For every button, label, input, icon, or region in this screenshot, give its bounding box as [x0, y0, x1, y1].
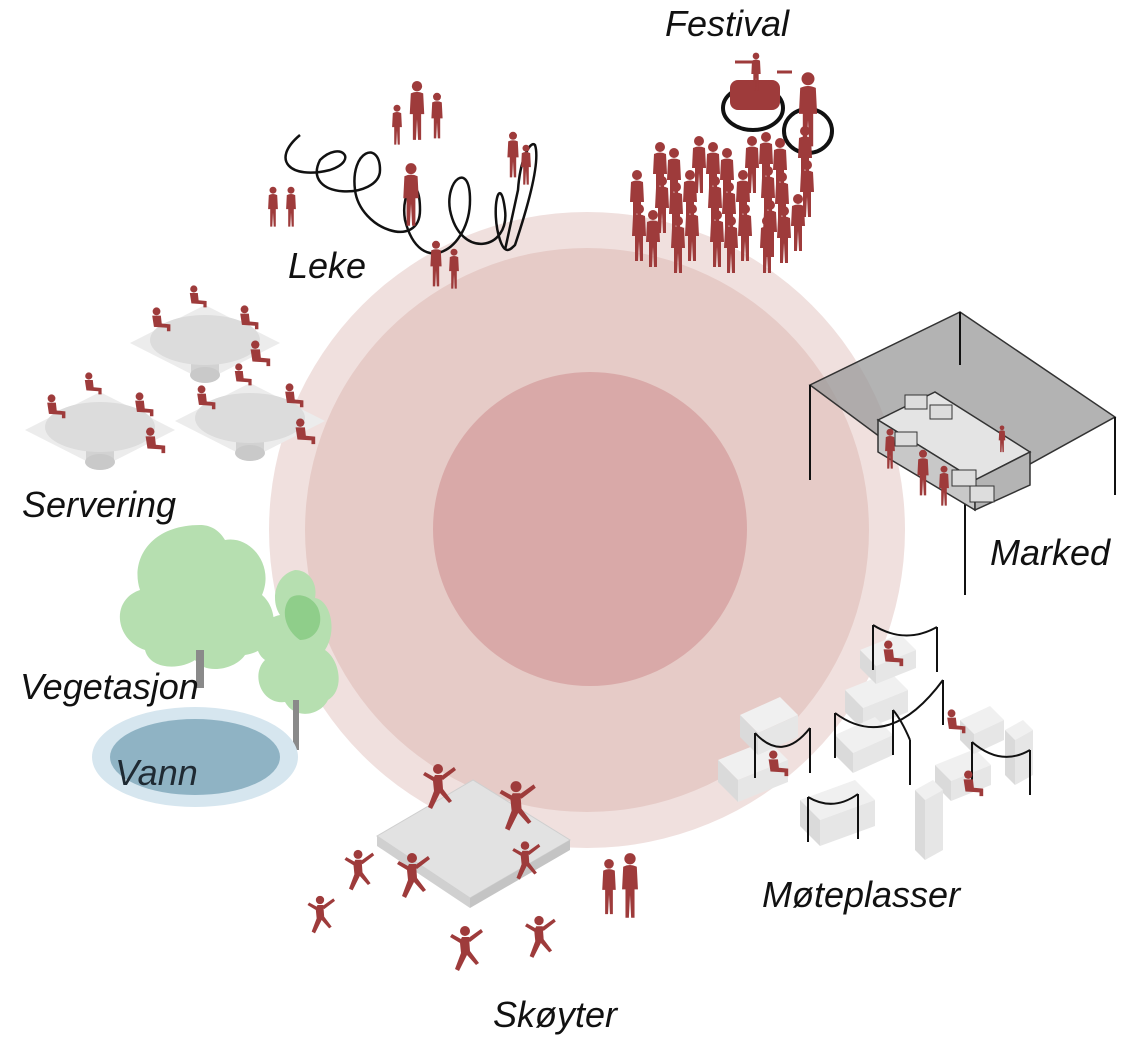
small-tree	[256, 570, 339, 750]
label-marked: Marked	[990, 532, 1111, 573]
label-vegetasjon: Vegetasjon	[20, 666, 199, 707]
child-figure	[521, 144, 531, 185]
rope-barrier	[807, 793, 859, 805]
rope-barrier	[754, 727, 811, 748]
child-figure	[268, 186, 278, 227]
vann-illustration	[92, 707, 298, 807]
child-figure	[431, 92, 443, 139]
label-festival: Festival	[665, 3, 790, 44]
rope-barrier	[892, 709, 911, 741]
skater	[450, 926, 483, 971]
seating-block	[800, 780, 875, 846]
child-figure	[392, 104, 402, 145]
rope-barrier	[872, 624, 938, 637]
label-skoyter: Skøyter	[493, 994, 619, 1035]
rope-barrier	[971, 741, 1031, 758]
leke-illustration	[268, 81, 538, 289]
seating-block	[960, 706, 1004, 754]
seated-person	[189, 285, 207, 308]
labels: Festival Leke Servering Marked Vegetasjo…	[20, 3, 1111, 1035]
water-inner	[110, 719, 280, 795]
child-figure	[409, 81, 425, 140]
label-leke: Leke	[288, 245, 366, 286]
rope-barrier	[834, 679, 944, 729]
skater	[344, 849, 375, 891]
large-tree	[119, 525, 274, 688]
label-vann: Vann	[115, 752, 198, 793]
servering-illustration	[25, 285, 325, 470]
child-figure	[286, 186, 296, 227]
label-servering: Servering	[22, 484, 176, 525]
festival-illustration	[630, 52, 834, 273]
scribble-line	[284, 134, 538, 255]
seating-block	[740, 697, 798, 755]
skating-couple	[622, 853, 638, 918]
seated-person	[234, 363, 252, 386]
moteplasser-illustration	[718, 624, 1033, 860]
marked-illustration	[808, 311, 1117, 595]
inner-core	[433, 372, 747, 686]
label-moteplasser: Møteplasser	[762, 874, 962, 915]
seating-block	[1005, 720, 1033, 785]
skater	[307, 895, 335, 934]
seating-block	[915, 780, 943, 860]
skating-couple	[602, 858, 616, 915]
vegetasjon-illustration	[119, 525, 339, 750]
seated-person	[84, 372, 102, 395]
band-stage	[721, 52, 834, 155]
skoyter-illustration	[307, 764, 638, 971]
crowd-person	[791, 194, 805, 251]
skater	[525, 915, 556, 958]
child-figure	[507, 131, 519, 178]
concentric-circles	[269, 212, 905, 848]
